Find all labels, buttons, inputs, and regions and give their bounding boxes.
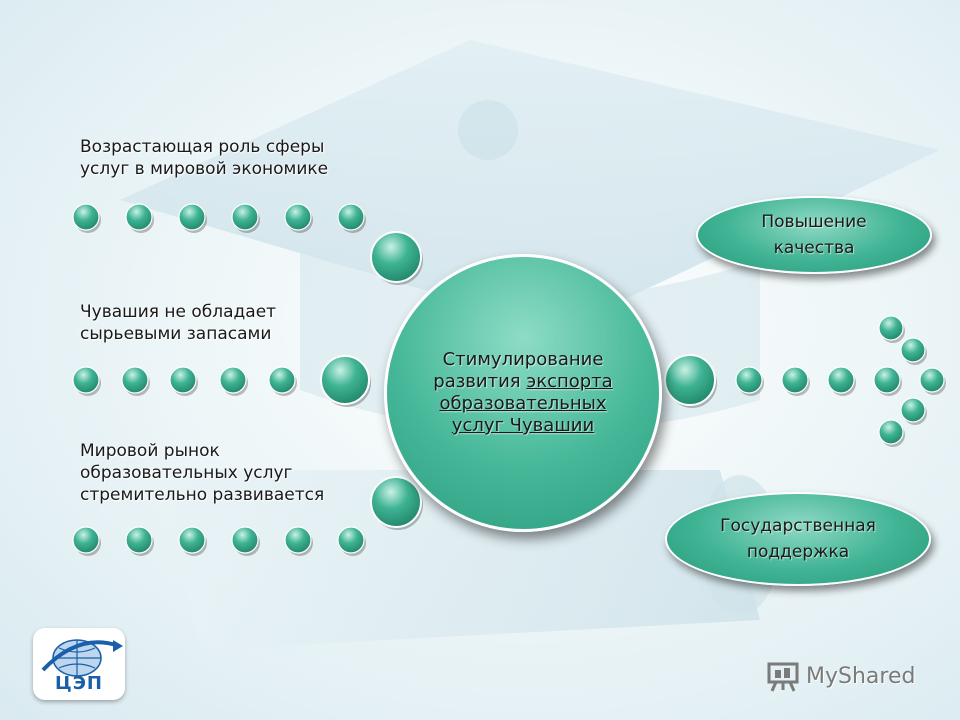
cep-logo: ЦЭП	[33, 628, 125, 700]
bead-right-21	[735, 366, 763, 394]
central-goal-line-1: Стимулирование	[442, 349, 604, 370]
presentation-board-icon	[767, 662, 799, 692]
bead-top-0	[72, 203, 100, 231]
bead-arrow-26	[900, 337, 926, 363]
globe-icon	[41, 639, 123, 677]
bead-bottom-15	[178, 526, 206, 554]
bead-middle-8	[121, 366, 149, 394]
bead-bottom-14	[125, 526, 153, 554]
bead-middle-12	[320, 355, 370, 405]
bead-arrow-27	[919, 367, 945, 393]
bead-bottom-16	[231, 526, 259, 554]
bead-right-23	[827, 366, 855, 394]
bead-top-6	[370, 231, 422, 283]
cap-button	[458, 100, 518, 160]
bead-middle-10	[219, 366, 247, 394]
bead-top-4	[284, 203, 312, 231]
central-goal-line-4: услуг Чувашии	[451, 415, 595, 436]
bead-middle-9	[169, 366, 197, 394]
bead-right-24	[873, 366, 901, 394]
bead-top-2	[178, 203, 206, 231]
watermark-text: MyShared	[806, 663, 916, 689]
right-item-quality-oval: Повышение качества	[696, 196, 932, 274]
bead-right-22	[781, 366, 809, 394]
central-goal-line-2: развития экспорта	[433, 371, 613, 392]
bead-middle-11	[268, 366, 296, 394]
bead-bottom-17	[284, 526, 312, 554]
bead-middle-7	[72, 366, 100, 394]
left-item-1: Возрастающая роль сферы услуг в мировой …	[80, 137, 329, 179]
bead-right-20	[664, 354, 716, 406]
bead-top-3	[231, 203, 259, 231]
logo-text: ЦЭП	[55, 673, 103, 694]
bead-arrow-29	[878, 419, 904, 445]
bead-top-1	[125, 203, 153, 231]
diploma-scroll-shape	[160, 470, 760, 650]
myshared-watermark: MyShared	[766, 658, 936, 694]
graduation-cap-shape	[120, 40, 940, 330]
central-goal-line-3: образовательных	[439, 393, 607, 414]
right-item-state-support-oval: Государственная поддержка	[665, 492, 931, 586]
central-goal-circle: Стимулирование развития экспорта образов…	[384, 254, 662, 532]
bead-bottom-13	[72, 526, 100, 554]
bead-bottom-18	[337, 526, 365, 554]
left-item-2: Чувашия не обладает сырьевыми запасами	[80, 302, 277, 344]
bead-arrow-25	[878, 315, 904, 341]
left-item-3: Мировой рынок образовательных услуг стре…	[80, 441, 325, 505]
bead-bottom-19	[370, 476, 422, 528]
bead-arrow-28	[900, 397, 926, 423]
bead-top-5	[337, 203, 365, 231]
